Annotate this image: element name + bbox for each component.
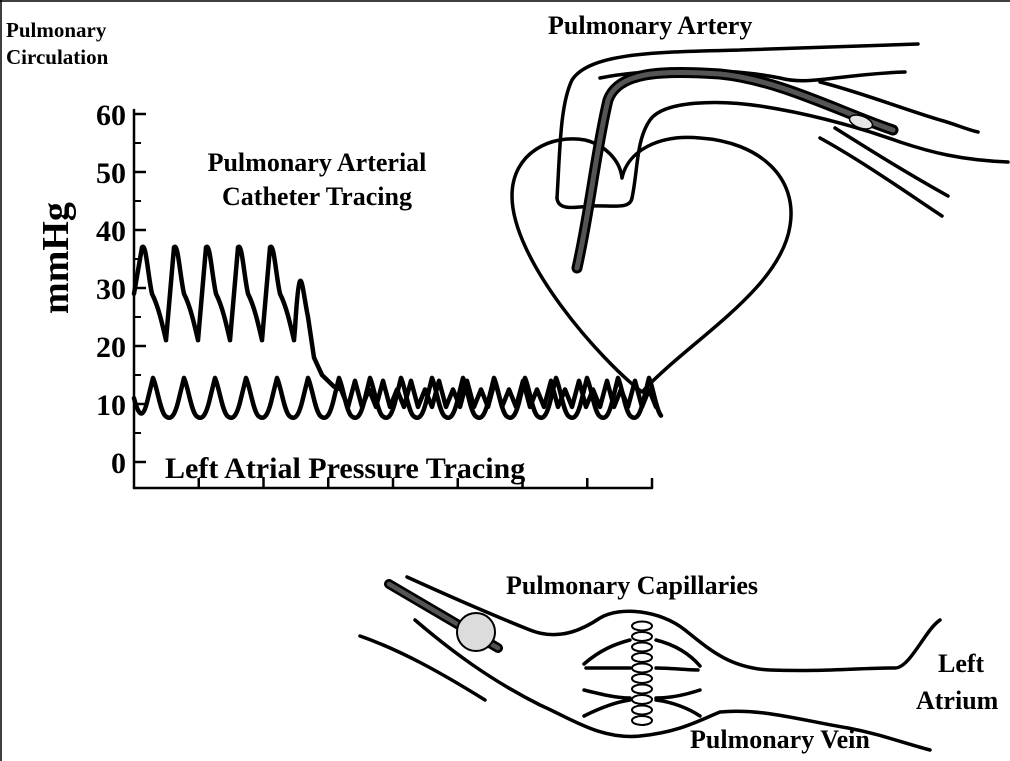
- capillary-arc-lower-left: [584, 690, 630, 698]
- capillary-arc-bottom-left: [584, 700, 630, 716]
- y-tick-label: 40: [96, 215, 126, 248]
- label-pa-tracing-line-2: Catheter Tracing: [222, 182, 412, 211]
- capillary-alveolus: [632, 685, 652, 694]
- label-la-tracing: Left Atrial Pressure Tracing: [165, 452, 525, 485]
- wedged-balloon: [457, 613, 495, 651]
- heart-illustration: [512, 44, 1008, 392]
- capillary-alveolus: [632, 664, 652, 673]
- y-tick-label: 30: [96, 273, 126, 306]
- y-tick-label: 10: [96, 389, 126, 422]
- capillary-bed: [632, 622, 652, 726]
- capillary-arc-mid-right: [656, 668, 698, 670]
- y-tick-label: 20: [96, 331, 126, 364]
- capillary-alveolus: [632, 643, 652, 652]
- artery-inner-wall: [632, 103, 1008, 198]
- title-line-2: Circulation: [6, 45, 109, 69]
- pressure-chart: 60 50 40 30 20 10 0 mmHg Pulmonary Arterial Ca…: [35, 99, 661, 488]
- capillary-alveolus: [632, 653, 652, 662]
- y-tick-label: 0: [111, 447, 126, 480]
- capillary-arc-lower-right: [656, 690, 700, 698]
- label-pulmonary-capillaries: Pulmonary Capillaries: [506, 571, 758, 600]
- y-axis-label: mmHg: [35, 202, 77, 314]
- capillary-alveolus: [632, 695, 652, 704]
- label-left-atrium-line-2: Atrium: [916, 686, 999, 715]
- catheter-balloon: [848, 112, 875, 131]
- capillary-arc-upper-right: [656, 640, 700, 666]
- label-pulmonary-vein: Pulmonary Vein: [690, 725, 870, 754]
- capillary-alveolus: [632, 706, 652, 715]
- heart-outline: [512, 137, 791, 392]
- y-ticks: 60 50 40 30 20 10 0: [96, 99, 146, 480]
- capillary-alveolus: [632, 632, 652, 641]
- label-pulmonary-artery: Pulmonary Artery: [548, 11, 752, 40]
- label-left-atrium-line-1: Left: [938, 649, 985, 678]
- capillary-arc-upper-left: [584, 640, 630, 664]
- title-line-1: Pulmonary: [6, 18, 107, 42]
- capillary-alveolus: [632, 716, 652, 725]
- capillary-alveolus: [632, 622, 652, 631]
- y-tick-label: 50: [96, 157, 126, 190]
- y-tick-label: 60: [96, 99, 126, 132]
- capillary-arc-bottom-right: [656, 700, 700, 716]
- capillary-alveolus: [632, 674, 652, 683]
- label-pa-tracing-line-1: Pulmonary Arterial: [208, 148, 427, 177]
